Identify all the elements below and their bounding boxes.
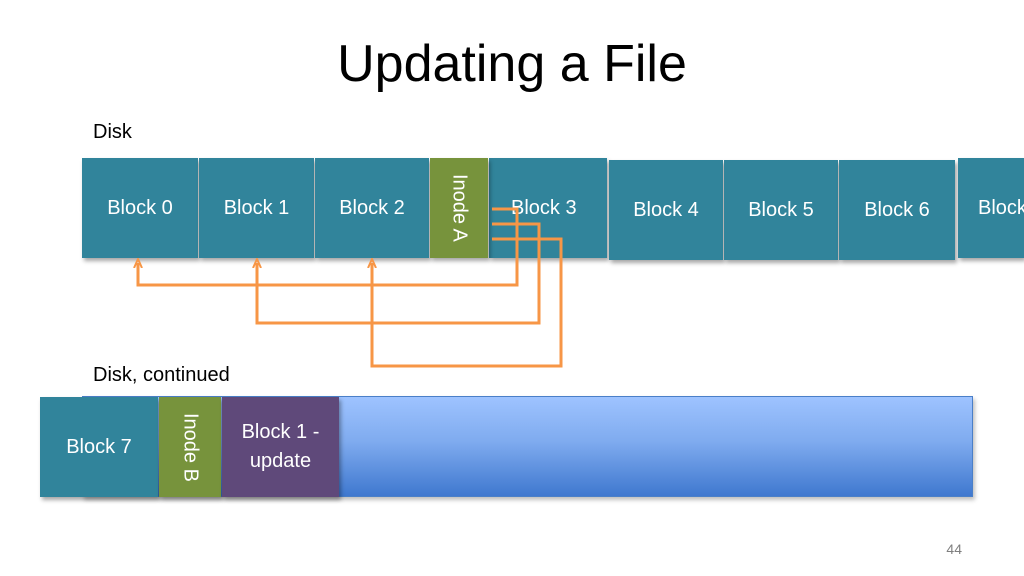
slide-title: Updating a File: [337, 35, 687, 93]
disk-block-7-partial: Block: [958, 158, 1024, 258]
inode-b-label: Inode B: [179, 412, 202, 482]
disk-label: Disk: [93, 121, 132, 143]
pointer-to-block-0: [138, 207, 519, 287]
disk-block-0: Block 0: [82, 158, 198, 258]
disk-block-1: Block 1: [199, 158, 314, 258]
disk-block-2: Block 2: [315, 158, 429, 258]
inode-b: Inode B: [159, 397, 221, 497]
block-7: Block 7: [40, 397, 158, 497]
block-1-update: Block 1 - update: [222, 397, 339, 497]
pointer-to-block-2: [372, 237, 563, 368]
page-number: 44: [946, 541, 962, 557]
pointer-to-block-1: [257, 222, 541, 325]
disk-block-3: Block 3: [489, 158, 607, 258]
disk-block-5: Block 5: [724, 160, 838, 260]
inode-a-label: Inode A: [448, 174, 471, 242]
inode-a: Inode A: [430, 158, 488, 258]
block-1-update-line1: Block 1 -: [241, 421, 320, 443]
block-1-update-line2: update: [249, 450, 312, 472]
disk-block-6: Block 6: [839, 160, 955, 260]
disk-block-4: Block 4: [609, 160, 723, 260]
disk-continued-label: Disk, continued: [93, 364, 230, 386]
